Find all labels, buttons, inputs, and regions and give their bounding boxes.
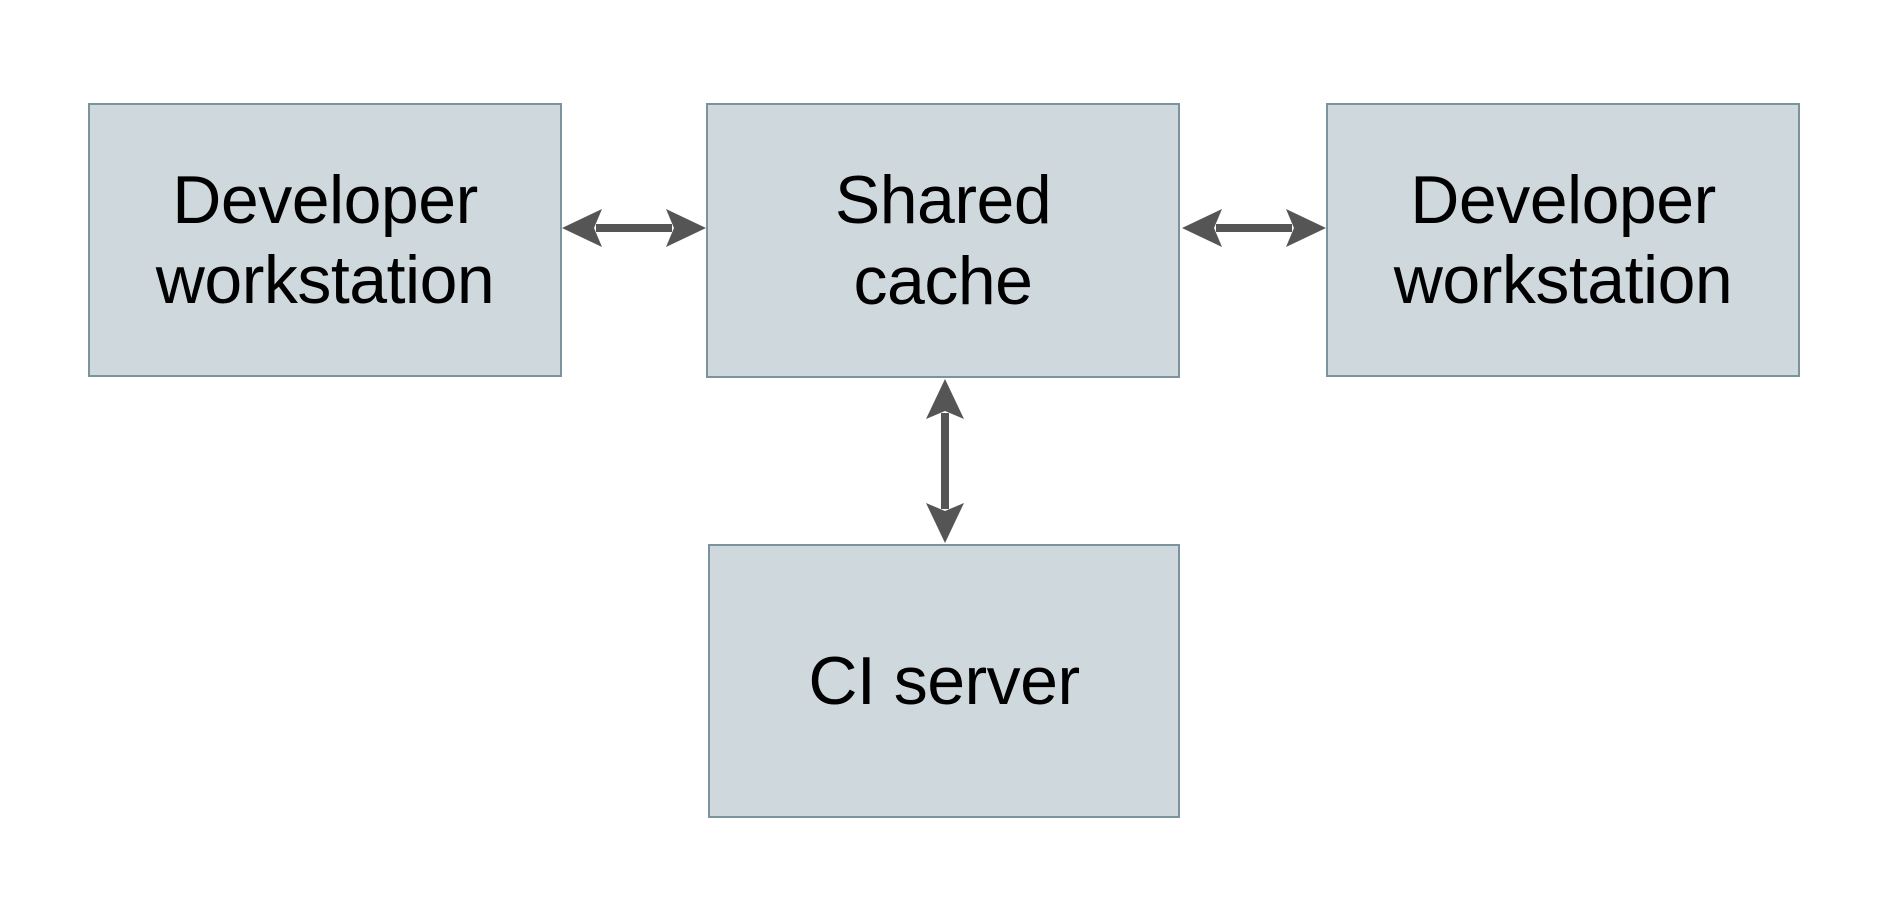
edge-developer-workstation-left-to-shared-cache [558, 198, 710, 258]
bidirectional-arrow-icon [1182, 209, 1326, 247]
edge-shared-cache-to-ci-server [915, 376, 975, 546]
node-ci-server[interactable]: CI server [708, 544, 1180, 818]
bidirectional-arrow-icon [562, 209, 706, 247]
node-developer-workstation-left[interactable]: Developer workstation [88, 103, 562, 377]
node-shared-cache[interactable]: Shared cache [706, 103, 1180, 378]
edge-shared-cache-to-developer-workstation-right [1178, 198, 1330, 258]
node-developer-workstation-right[interactable]: Developer workstation [1326, 103, 1800, 377]
bidirectional-arrow-icon [926, 379, 964, 543]
